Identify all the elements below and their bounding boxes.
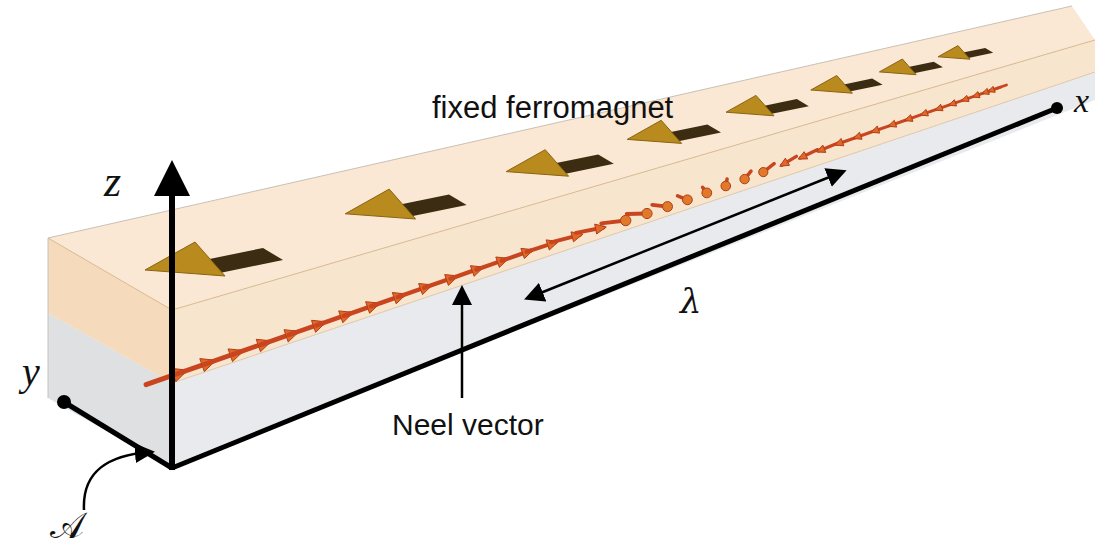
neel-arrow-head	[835, 139, 844, 146]
ferromagnet-arrow-head	[145, 242, 225, 276]
layer-label: fixed ferromagnet	[432, 92, 673, 123]
ferromagnet-arrow-head	[811, 76, 853, 94]
neel-arrow-head	[949, 100, 957, 106]
neel-arrow-head	[702, 188, 712, 198]
neel-arrow-head	[642, 208, 652, 218]
curved-pointer	[84, 452, 150, 510]
neel-arrow-head	[721, 181, 731, 191]
neel-arrow-head	[663, 202, 673, 212]
vector-label: Neel vector	[392, 410, 544, 440]
wavelength-arrow	[538, 172, 842, 294]
z-axis	[169, 178, 175, 470]
y-axis-end	[57, 395, 71, 409]
neel-arrow-head	[798, 152, 808, 159]
x-axis	[172, 108, 1057, 468]
ferromagnet-arrow-head	[726, 95, 774, 115]
neel-arrow-head	[988, 86, 995, 92]
neel-arrow-head	[817, 145, 826, 152]
box-edge	[48, 40, 1095, 310]
neel-arrow-head	[853, 132, 862, 139]
neel-arrow-head	[621, 215, 631, 225]
axis-label: x	[1074, 84, 1089, 118]
ferromagnet-arrow-head	[627, 120, 681, 143]
neel-arrow-head	[935, 104, 943, 111]
box-edge	[172, 72, 1095, 383]
neel-arrow-head	[920, 109, 928, 116]
neel-arrow-head	[973, 92, 981, 98]
axis-label: y	[22, 352, 40, 392]
neel-arrow-head	[888, 120, 897, 127]
neel-vector-arrows	[146, 85, 1006, 385]
axis-label: z	[104, 160, 121, 204]
neel-arrow-head	[740, 174, 749, 183]
neel-arrow-head	[905, 115, 913, 122]
neel-arrow-head	[871, 126, 880, 133]
neel-arrow-head	[595, 224, 607, 234]
ferromagnet-arrows	[145, 46, 993, 276]
wavelength-label: λ	[680, 284, 702, 318]
neel-arrow-head	[683, 195, 693, 205]
neel-pointer	[461, 290, 464, 398]
x-axis-end	[1051, 102, 1063, 114]
ferromagnet-arrow-head	[879, 59, 916, 75]
ferromagnet-arrow-head	[345, 189, 415, 219]
neel-arrow-head	[780, 158, 790, 166]
ferromagnet-arrow-head	[506, 150, 568, 177]
box-edge	[48, 6, 1072, 398]
neel-arrow-head	[759, 168, 768, 177]
ferromagnet-arrow-head	[938, 46, 970, 60]
neel-arrow-head	[961, 95, 969, 101]
axis-symbol: 𝒜	[50, 508, 84, 544]
